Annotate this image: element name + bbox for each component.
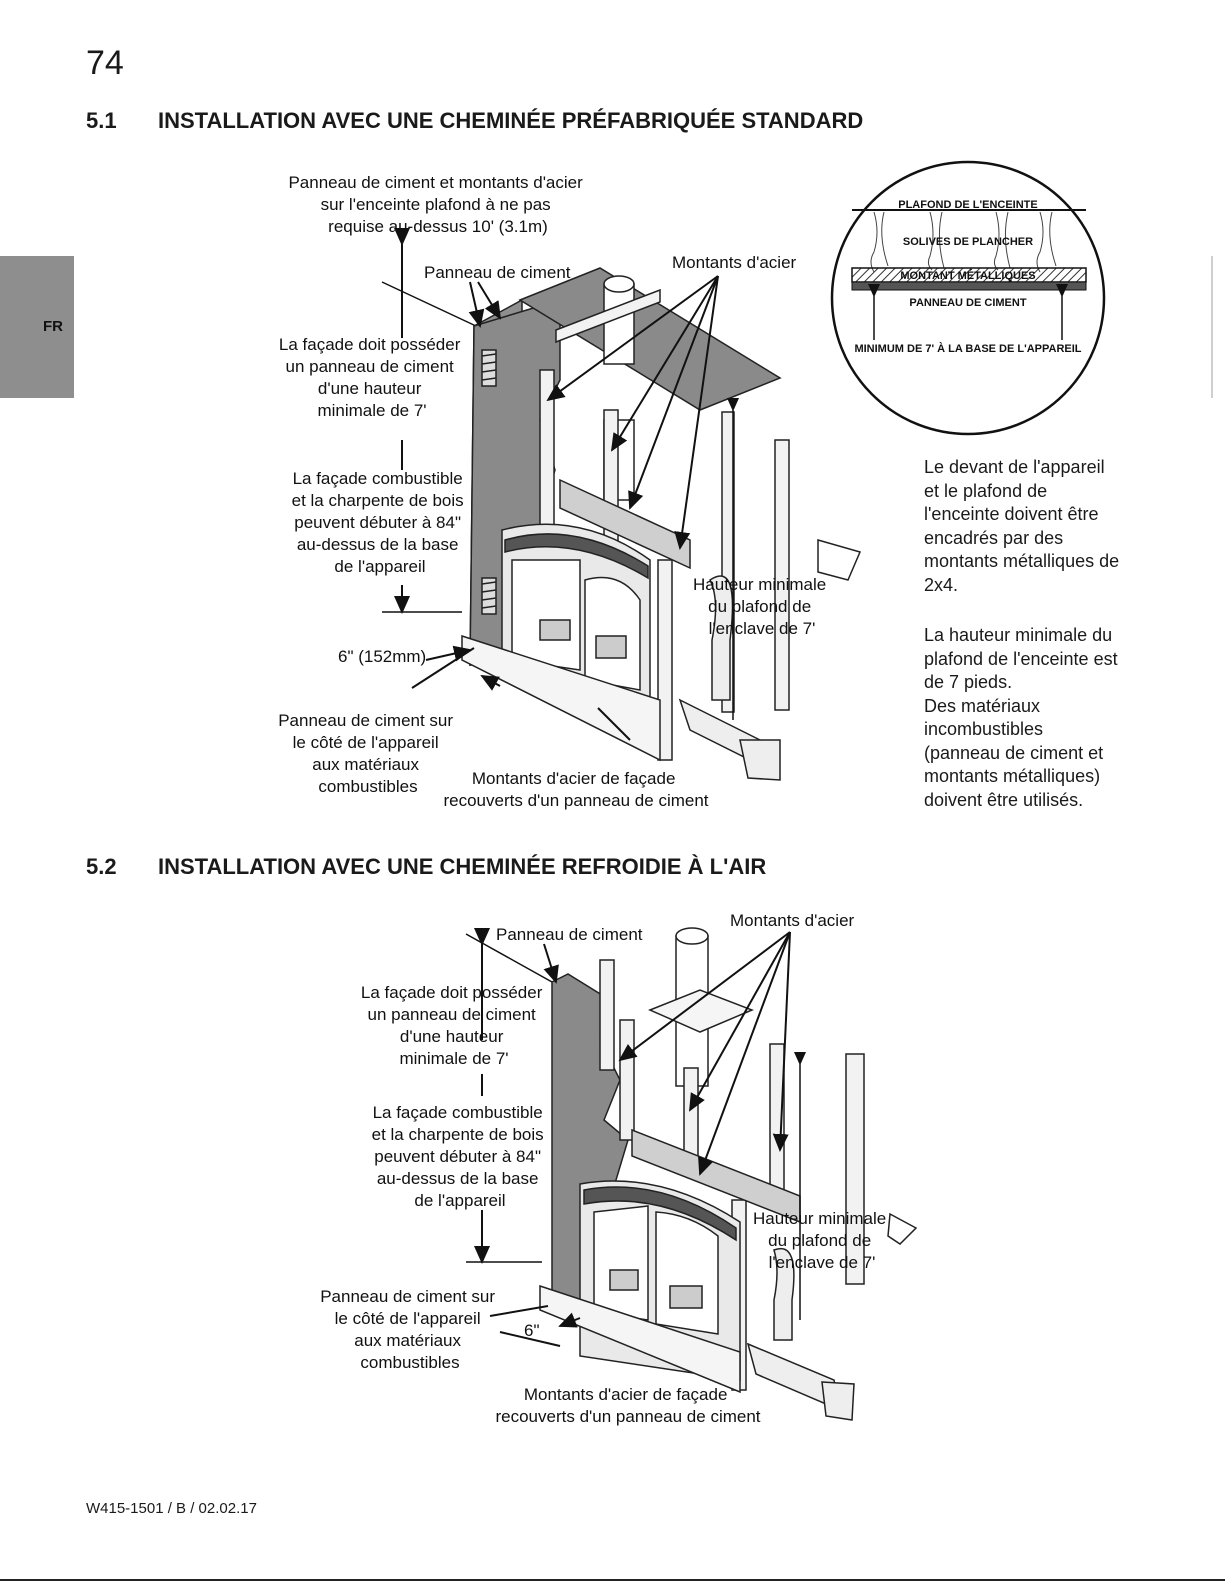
label-line: recouverts d'un panneau de ciment (495, 1407, 760, 1426)
label-steel-studs: Montants d'acier (672, 253, 797, 272)
label-line: un panneau de ciment (286, 357, 455, 376)
label-line: aux matériaux (312, 755, 419, 774)
label-line: un panneau de ciment (368, 1005, 537, 1024)
fireplace-unit (501, 523, 651, 701)
label-facade-combustible: La façade combustible et la charpente de… (292, 469, 469, 576)
label-front-studs: Montants d'acier de façade recouverts d'… (443, 769, 708, 810)
label-line: combustibles (360, 1353, 459, 1372)
detail-joists-label: SOLIVES DE PLANCHER (903, 236, 1033, 248)
label-line: l'enclave de 7' (709, 619, 816, 638)
bottom-rule (0, 1579, 1225, 1581)
label-front-studs: Montants d'acier de façade recouverts d'… (495, 1385, 760, 1426)
label-line: Hauteur minimale (753, 1209, 886, 1228)
ceiling-cement-sheet (518, 267, 782, 411)
leader-lines (489, 931, 791, 1347)
vent-grille (481, 349, 497, 615)
label-line: La façade combustible (373, 1103, 543, 1122)
label-line: sur l'enceinte plafond à ne pas (321, 195, 551, 214)
note-framing: Le devant de l'appareil et le plafond de… (924, 457, 1120, 595)
leader-lines (411, 275, 719, 741)
steel-studs (539, 288, 790, 761)
label-side-clearance: 6" (152mm) (338, 647, 426, 666)
label-min-height: Hauteur minimale du plafond de l'enclave… (753, 1209, 891, 1272)
note-min-height: La hauteur minimale du plafond de l'ence… (924, 624, 1124, 812)
language-tab-label: FR (43, 318, 63, 335)
label-line: combustibles (318, 777, 417, 796)
detail-minimum-label: MINIMUM DE 7' À LA BASE DE L'APPAREIL (854, 342, 1081, 355)
label-line: Panneau de ciment sur (320, 1287, 495, 1306)
section-title: INSTALLATION AVEC UNE CHEMINÉE PRÉFABRIQ… (158, 108, 864, 133)
detail-cement-board-label: PANNEAU DE CIMENT (909, 297, 1026, 309)
label-line: minimale de 7' (317, 401, 426, 420)
note-min-height-b: Des matériaux incombustibles (panneau de… (924, 695, 1104, 810)
label-line: d'une hauteur (318, 379, 422, 398)
label-line: de l'appareil (334, 557, 425, 576)
fireplace-base (539, 1284, 741, 1394)
cement-board-band (851, 281, 1087, 291)
label-steel-studs: Montants d'acier (730, 911, 855, 930)
page-number: 74 (86, 44, 124, 82)
label-line: et la charpente de bois (292, 491, 464, 510)
section-number: 5.2 (86, 854, 117, 879)
label-line: minimale de 7' (399, 1049, 508, 1068)
section-heading-5-2: 5.2 INSTALLATION AVEC UNE CHEMINÉE REFROI… (86, 854, 766, 880)
label-line: Montants d'acier de façade (472, 769, 676, 788)
label-line: peuvent débuter à 84" (294, 513, 461, 532)
label-line: aux matériaux (354, 1331, 461, 1350)
section-heading-5-1: 5.1 INSTALLATION AVEC UNE CHEMINÉE PRÉFAB… (86, 108, 863, 134)
label-line: Panneau de ciment et montants d'acier (288, 173, 583, 192)
label-line: requise au-dessus 10' (3.1m) (328, 217, 548, 236)
figure-5-2: Panneau de ciment Montants d'acier La fa… (320, 911, 918, 1426)
label-top-note: Panneau de ciment et montants d'acier su… (288, 173, 587, 236)
label-line: Panneau de ciment sur (278, 711, 453, 730)
section-title: INSTALLATION AVEC UNE CHEMINÉE REFROIDIE… (158, 854, 767, 879)
label-line: d'une hauteur (400, 1027, 504, 1046)
extension-line (381, 281, 477, 327)
document-code: W415-1501 / B / 02.02.17 (86, 1500, 257, 1517)
label-side-panel: Panneau de ciment sur le côté de l'appar… (278, 711, 458, 796)
label-line: La façade doit posséder (279, 335, 461, 354)
label-line: le côté de l'appareil (293, 733, 439, 752)
label-line: l'enclave de 7' (769, 1253, 876, 1272)
label-line: La façade doit posséder (361, 983, 543, 1002)
section-number: 5.1 (86, 108, 117, 133)
label-line: et la charpente de bois (372, 1125, 544, 1144)
label-line: Hauteur minimale (693, 575, 826, 594)
detail-metal-stud-label: MONTANT MÉTALLIQUES (900, 269, 1035, 282)
wood-joists (870, 211, 1057, 273)
label-line: du plafond de (768, 1231, 871, 1250)
label-side-panel: Panneau de ciment sur le côté de l'appar… (320, 1287, 500, 1372)
edge-mark (1211, 256, 1213, 398)
air-duct (746, 1212, 918, 1421)
label-facade-cement: La façade doit posséder un panneau de ci… (361, 983, 547, 1068)
chimney-pipe (648, 927, 755, 1087)
air-duct (678, 539, 862, 781)
ceiling-detail-circle: PLAFOND DE L'ENCEINTE SOLIVES DE PLANCHE… (830, 160, 1106, 436)
label-side-clearance: 6" (524, 1321, 540, 1340)
label-line: au-dessus de la base (377, 1169, 539, 1188)
label-facade-cement: La façade doit posséder un panneau de ci… (279, 335, 465, 420)
extension-line (465, 933, 553, 983)
figure-5-1: Panneau de ciment et montants d'acier su… (278, 160, 1106, 810)
label-line: La façade combustible (293, 469, 463, 488)
label-line: recouverts d'un panneau de ciment (443, 791, 708, 810)
label-line: au-dessus de la base (297, 535, 459, 554)
label-line: peuvent débuter à 84" (374, 1147, 541, 1166)
label-cement-panel: Panneau de ciment (424, 263, 571, 282)
label-line: de l'appareil (414, 1191, 505, 1210)
language-tab: FR (0, 256, 74, 398)
label-facade-combustible: La façade combustible et la charpente de… (372, 1103, 549, 1210)
label-min-height: Hauteur minimale du plafond de l'enclave… (693, 575, 831, 638)
detail-ceiling-label: PLAFOND DE L'ENCEINTE (898, 199, 1038, 211)
label-line: Montants d'acier de façade (524, 1385, 728, 1404)
note-min-height-a: La hauteur minimale du plafond de l'ence… (924, 625, 1118, 692)
label-line: du plafond de (708, 597, 811, 616)
label-line: le côté de l'appareil (335, 1309, 481, 1328)
label-cement-panel: Panneau de ciment (496, 925, 643, 944)
header-beam (559, 478, 691, 570)
